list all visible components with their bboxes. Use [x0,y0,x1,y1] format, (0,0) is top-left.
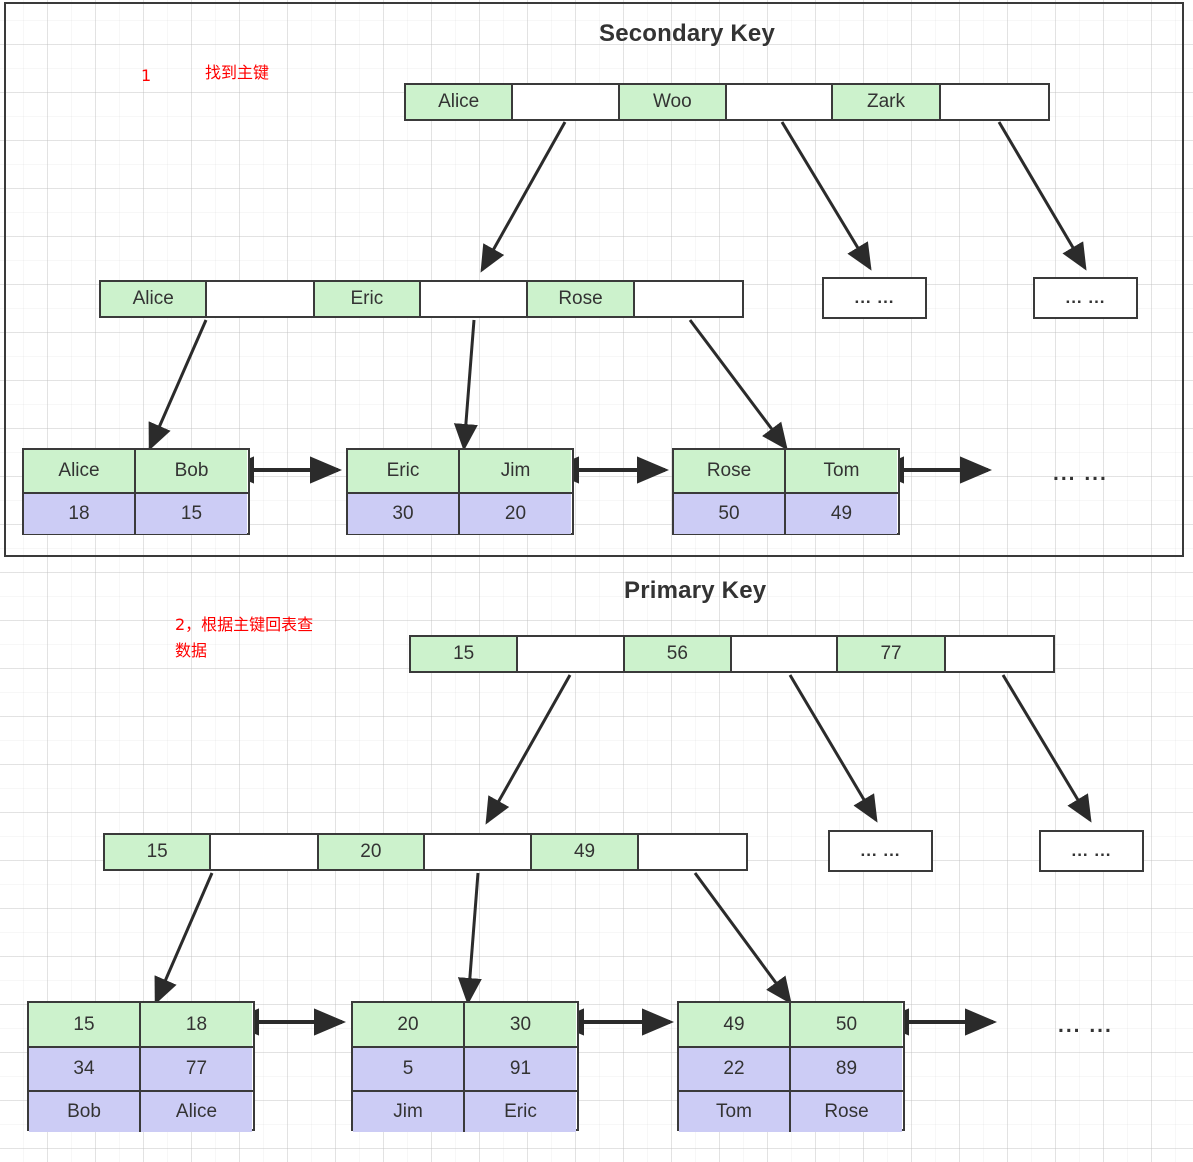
primary-leaf-node-0[interactable]: 15 18 34 77 Bob Alice [27,1001,255,1132]
secondary-leaf-2-val-0[interactable]: 50 [674,494,786,534]
secondary-leaf-0-val-0[interactable]: 18 [24,494,136,534]
primary-leaf-1-key-1[interactable]: 30 [465,1003,576,1046]
secondary-mid-cell-5[interactable] [634,282,742,316]
primary-leaf-2-val1-0[interactable]: Tom [679,1092,791,1132]
secondary-root-cell-5[interactable] [940,85,1048,119]
secondary-mid-ellipsis-node-0[interactable]: ... ... [822,277,927,319]
primary-leaf-2-val0-0[interactable]: 22 [679,1048,791,1090]
secondary-leaf-node-2[interactable]: Rose Tom 50 49 [672,448,900,535]
secondary-root-cell-3[interactable] [727,85,834,119]
annotation-2-text: 2，根据主键回表查 数据 [175,615,314,660]
primary-leaf-1-val1-0[interactable]: Jim [353,1092,465,1132]
secondary-leaf-node-0[interactable]: Alice Bob 18 15 [22,448,250,535]
ellipsis-label: ... ... [1065,288,1106,307]
secondary-leaf-2-key-0[interactable]: Rose [674,450,786,492]
secondary-root-cell-1[interactable] [513,85,620,119]
secondary-leaf-2-key-1[interactable]: Tom [786,450,897,492]
primary-leaf-0-val1-1[interactable]: Alice [141,1092,252,1132]
primary-leaf-0-key-row: 15 18 [29,1003,253,1048]
secondary-root-cell-4[interactable]: Zark [833,85,941,119]
secondary-leaf-1-key-0[interactable]: Eric [348,450,460,492]
primary-leaf-2-val0-1[interactable]: 89 [791,1048,902,1090]
ellipsis-label: ... ... [1071,841,1112,860]
primary-leaf-1-key-0[interactable]: 20 [353,1003,465,1046]
primary-root-cell-1[interactable] [518,637,625,671]
primary-leaf-1-val0-0[interactable]: 5 [353,1048,465,1090]
secondary-leaf-0-key-0[interactable]: Alice [24,450,136,492]
primary-mid-cell-0[interactable]: 15 [105,835,212,869]
primary-leaf-1-value-row-0: 5 91 [353,1048,577,1092]
secondary-mid-cell-1[interactable] [207,282,315,316]
primary-leaf-0-value-row-0: 34 77 [29,1048,253,1092]
primary-leaf-2-value-row-0: 22 89 [679,1048,903,1092]
primary-root-cell-5[interactable] [945,637,1053,671]
secondary-leaf-node-1[interactable]: Eric Jim 30 20 [346,448,574,535]
primary-mid-ellipsis-node-0[interactable]: ... ... [828,830,933,872]
primary-root-cell-0[interactable]: 15 [411,637,519,671]
secondary-leaf-2-val-1[interactable]: 49 [786,494,897,534]
secondary-mid-cell-2[interactable]: Eric [314,282,422,316]
primary-mid-cell-1[interactable] [211,835,319,869]
primary-root-cell-2[interactable]: 56 [624,637,732,671]
primary-leaf-1-key-row: 20 30 [353,1003,577,1048]
secondary-leaf-0-key-1[interactable]: Bob [136,450,247,492]
primary-root-cell-4[interactable]: 77 [838,637,946,671]
secondary-leaf-1-value-row: 30 20 [348,494,572,534]
primary-leaf-node-2[interactable]: 49 50 22 89 Tom Rose [677,1001,905,1132]
primary-root-node[interactable]: 15 56 77 [409,635,1055,673]
primary-key-title: Primary Key [624,577,767,604]
ellipsis-label: ... ... [860,841,901,860]
primary-leaf-tail-ellipsis: ... ... [1058,1014,1113,1037]
secondary-root-node[interactable]: Alice Woo Zark [404,83,1050,121]
secondary-root-cell-2[interactable]: Woo [619,85,727,119]
secondary-leaf-2-value-row: 50 49 [674,494,898,534]
primary-leaf-node-1[interactable]: 20 30 5 91 Jim Eric [351,1001,579,1132]
primary-leaf-1-val1-1[interactable]: Eric [465,1092,576,1132]
primary-leaf-0-key-0[interactable]: 15 [29,1003,141,1046]
annotation-1-text: 找到主键 [205,63,270,82]
secondary-mid-ellipsis-node-1[interactable]: ... ... [1033,277,1138,319]
primary-mid-ellipsis-node-1[interactable]: ... ... [1039,830,1144,872]
primary-leaf-0-key-1[interactable]: 18 [141,1003,252,1046]
secondary-leaf-1-key-row: Eric Jim [348,450,572,494]
primary-leaf-2-key-row: 49 50 [679,1003,903,1048]
secondary-mid-cell-3[interactable] [421,282,529,316]
primary-mid-cell-5[interactable] [638,835,746,869]
secondary-leaf-0-key-row: Alice Bob [24,450,248,494]
primary-leaf-0-val0-1[interactable]: 77 [141,1048,252,1090]
secondary-leaf-1-val-1[interactable]: 20 [460,494,571,534]
primary-mid-cell-4[interactable]: 49 [532,835,639,869]
primary-leaf-0-val1-0[interactable]: Bob [29,1092,141,1132]
secondary-leaf-1-val-0[interactable]: 30 [348,494,460,534]
secondary-mid-node[interactable]: Alice Eric Rose [99,280,744,318]
secondary-mid-cell-0[interactable]: Alice [101,282,208,316]
primary-root-cell-3[interactable] [732,637,839,671]
primary-mid-cell-2[interactable]: 20 [318,835,426,869]
primary-leaf-1-val0-1[interactable]: 91 [465,1048,576,1090]
primary-leaf-0-val0-0[interactable]: 34 [29,1048,141,1090]
secondary-root-cell-0[interactable]: Alice [406,85,514,119]
ellipsis-label: ... ... [854,288,895,307]
primary-leaf-2-key-0[interactable]: 49 [679,1003,791,1046]
primary-leaf-1-value-row-1: Jim Eric [353,1092,577,1132]
primary-leaf-2-val1-1[interactable]: Rose [791,1092,902,1132]
primary-leaf-0-value-row-1: Bob Alice [29,1092,253,1132]
annotation-1-number: 1 [141,66,152,85]
secondary-leaf-2-key-row: Rose Tom [674,450,898,494]
secondary-leaf-1-key-1[interactable]: Jim [460,450,571,492]
secondary-key-title: Secondary Key [599,20,776,47]
secondary-leaf-0-val-1[interactable]: 15 [136,494,247,534]
secondary-leaf-0-value-row: 18 15 [24,494,248,534]
primary-mid-node[interactable]: 15 20 49 [103,833,748,871]
primary-mid-cell-3[interactable] [425,835,533,869]
secondary-mid-cell-4[interactable]: Rose [528,282,635,316]
primary-leaf-2-value-row-1: Tom Rose [679,1092,903,1132]
secondary-leaf-tail-ellipsis: ... ... [1053,462,1108,485]
primary-leaf-2-key-1[interactable]: 50 [791,1003,902,1046]
